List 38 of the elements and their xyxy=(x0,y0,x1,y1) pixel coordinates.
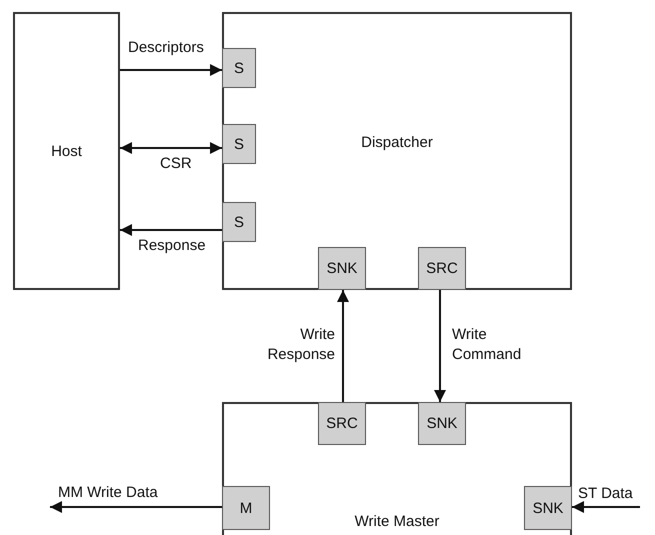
component-label: Dispatcher xyxy=(361,134,433,151)
port-label: SNK xyxy=(532,500,564,516)
port-box xyxy=(418,247,466,290)
arrow xyxy=(120,224,222,236)
port-box xyxy=(318,247,366,290)
port-box xyxy=(222,48,256,88)
component-box xyxy=(13,12,120,290)
edge-label: Write Command xyxy=(452,325,522,364)
component-box xyxy=(222,402,572,535)
edge-label: Write Response xyxy=(266,325,335,364)
arrow xyxy=(337,290,349,402)
edge-label: CSR xyxy=(160,154,193,174)
port-label: SNK xyxy=(326,260,358,277)
port-box xyxy=(318,402,366,445)
port-label: SRC xyxy=(326,415,358,432)
arrow xyxy=(120,64,222,76)
edge-label: MM Write Data xyxy=(58,483,159,502)
edge-label: Response xyxy=(138,236,207,256)
arrow xyxy=(120,142,222,154)
port-label: S xyxy=(234,214,244,230)
port-label: SNK xyxy=(426,415,458,432)
port-label: SRC xyxy=(426,260,458,277)
component-box xyxy=(222,12,572,290)
edge-label: Descriptors xyxy=(128,38,205,58)
port-label: S xyxy=(234,60,244,76)
port-label: S xyxy=(234,136,244,152)
port-box xyxy=(418,402,466,445)
port-box xyxy=(222,124,256,164)
port-box xyxy=(222,202,256,242)
port-box xyxy=(524,486,572,530)
port-box xyxy=(222,486,270,530)
port-label: M xyxy=(240,500,252,516)
arrow xyxy=(572,501,640,513)
component-label: Write Master xyxy=(354,513,440,530)
arrow xyxy=(50,501,222,513)
edge-label: ST Data xyxy=(578,484,634,504)
component-label: Host xyxy=(51,142,82,160)
arrow xyxy=(434,290,446,402)
